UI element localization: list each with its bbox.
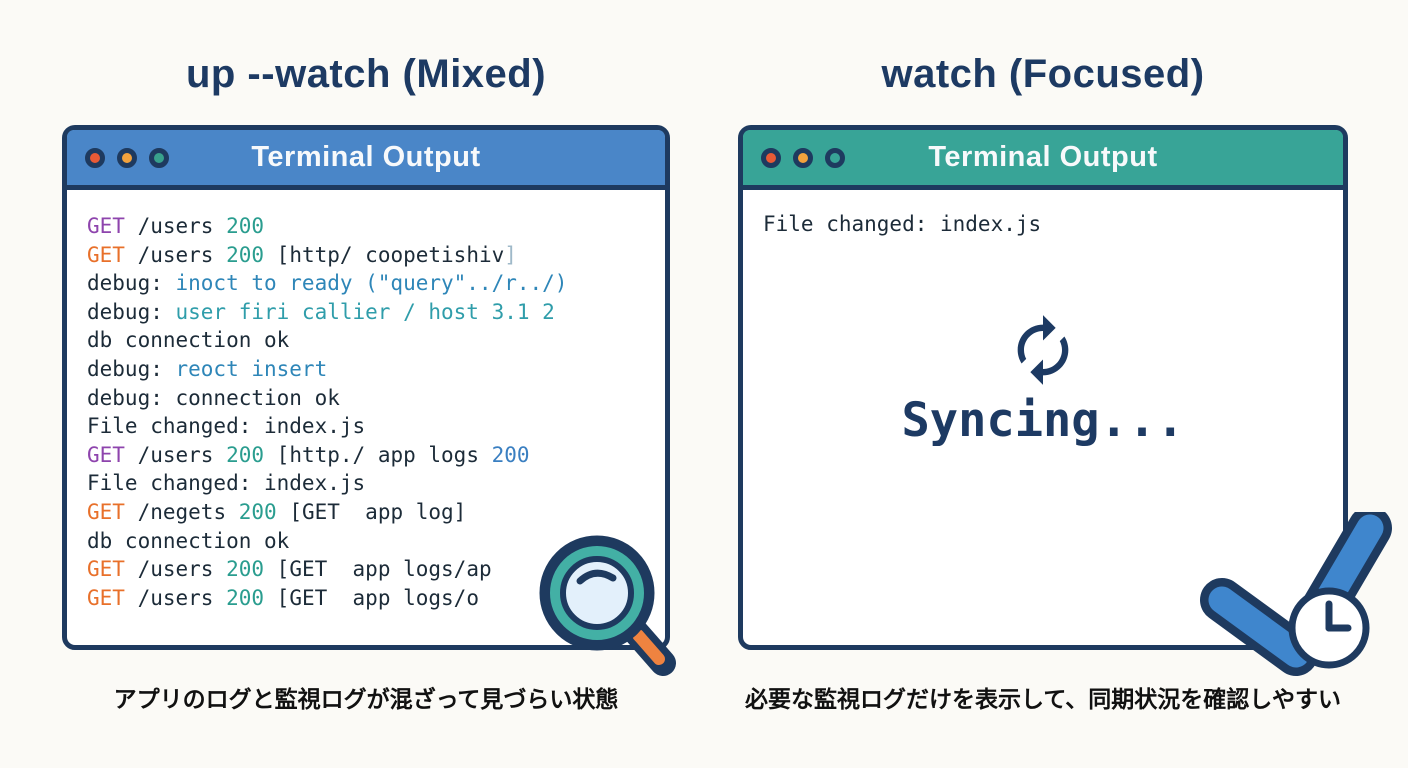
right-panel: watch (Focused) Terminal Output File cha… bbox=[738, 0, 1392, 768]
log-line: GET /users 200 [GET app logs/ap bbox=[87, 557, 492, 582]
clock-icon bbox=[1288, 587, 1370, 669]
right-terminal-title: Terminal Output bbox=[928, 141, 1158, 173]
log-line: debug: inoct to ready ("query"../r../) bbox=[87, 271, 568, 296]
window-dot bbox=[825, 147, 845, 168]
window-dot bbox=[761, 147, 781, 168]
log-line: debug: reoct insert bbox=[87, 356, 328, 381]
left-panel: up --watch (Mixed) Terminal Output GET /… bbox=[62, 0, 676, 768]
right-panel-title: watch (Focused) bbox=[881, 52, 1205, 96]
log-line: debug: user firi callier / host 3.1 2 bbox=[87, 299, 555, 324]
right-terminal-titlebar: Terminal Output bbox=[743, 130, 1343, 190]
check-icon bbox=[1200, 512, 1392, 676]
syncing-status-text: Syncing... bbox=[901, 393, 1185, 448]
window-dots bbox=[85, 147, 169, 168]
sync-icon bbox=[1017, 315, 1069, 385]
window-dot bbox=[85, 147, 105, 168]
left-panel-title: up --watch (Mixed) bbox=[185, 52, 547, 96]
file-changed-line: File changed: index.js bbox=[763, 212, 1042, 236]
left-terminal-title: Terminal Output bbox=[251, 141, 481, 173]
log-line: File changed: index.js bbox=[87, 471, 366, 496]
log-line: GET /users 200 [GET app logs/o bbox=[87, 585, 479, 610]
window-dots bbox=[761, 147, 845, 168]
window-dot bbox=[793, 147, 813, 168]
right-terminal-window: Terminal Output File changed: index.js S… bbox=[738, 125, 1348, 650]
log-line: GET /users 200 [http/ coopetishiv] bbox=[87, 242, 517, 267]
sync-icon-wrap bbox=[743, 312, 1343, 393]
right-caption: 必要な監視ログだけを表示して、同期状況を確認しやすい bbox=[745, 686, 1341, 712]
log-line: db connection ok bbox=[87, 328, 290, 353]
log-line: GET /users 200 [http./ app logs 200 bbox=[87, 442, 530, 467]
left-terminal-titlebar: Terminal Output bbox=[67, 130, 665, 190]
window-dot bbox=[149, 147, 169, 168]
window-dot bbox=[117, 147, 137, 168]
left-caption: アプリのログと監視ログが混ざって見づらい状態 bbox=[113, 686, 619, 712]
log-line: db connection ok bbox=[87, 528, 290, 553]
magnifier-icon bbox=[539, 535, 676, 676]
right-terminal-body: File changed: index.js Syncing... bbox=[743, 190, 1343, 645]
log-line: GET /negets 200 [GET app log] bbox=[87, 499, 467, 524]
log-line: debug: connection ok bbox=[87, 385, 340, 410]
log-line: File changed: index.js bbox=[87, 414, 366, 439]
log-line: GET /users 200 bbox=[87, 214, 265, 238]
